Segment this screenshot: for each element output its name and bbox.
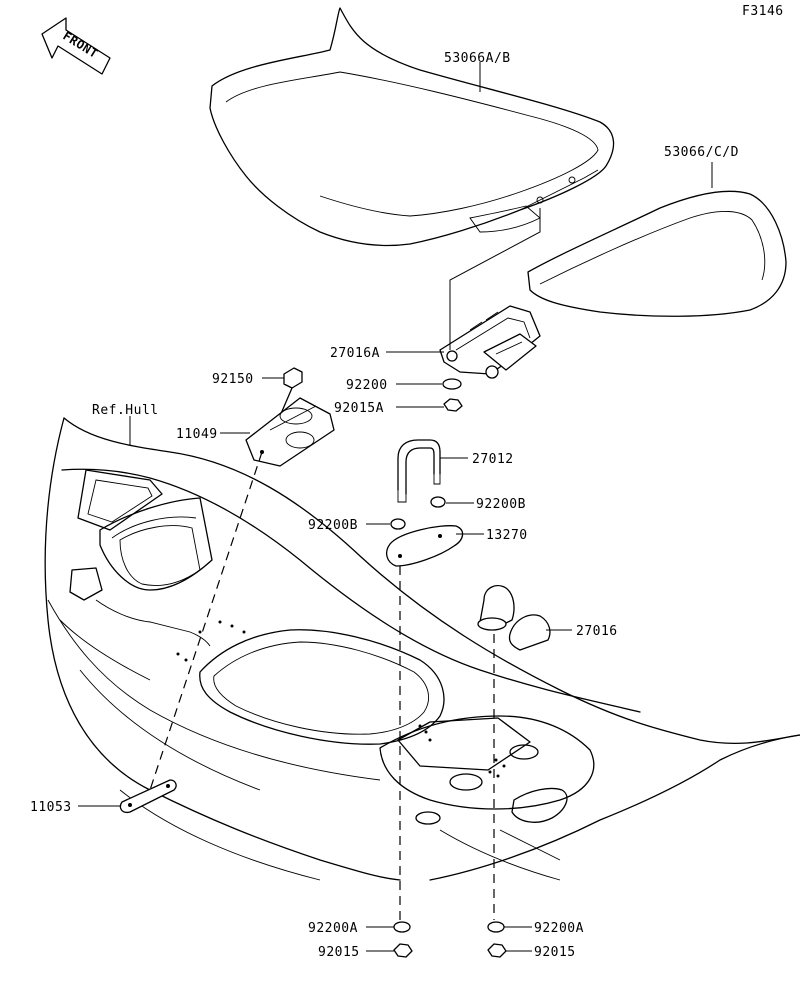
callout-label: 27016A	[330, 346, 380, 361]
washer-92200b-right[interactable]	[430, 496, 446, 508]
seat-latch[interactable]	[439, 305, 541, 379]
callout-92200a-left[interactable]: 92200A	[308, 921, 358, 936]
callout-27012[interactable]: 27012	[472, 452, 514, 467]
callout-label: 92200A	[308, 921, 358, 936]
front-label: FRONT	[60, 29, 100, 61]
callout-label: 92150	[212, 372, 254, 387]
nut-92015a[interactable]	[443, 398, 463, 412]
callout-label: 92015A	[334, 401, 384, 416]
ref-hull-label: Ref.Hull	[92, 403, 159, 418]
callout-92015-left[interactable]: 92015	[318, 945, 360, 960]
callout-27016a[interactable]: 27016A	[330, 346, 380, 361]
callout-label: 27016	[576, 624, 618, 639]
figure-code: F3146	[742, 4, 784, 19]
plate-13270[interactable]	[385, 525, 464, 567]
callout-92015a[interactable]: 92015A	[334, 401, 384, 416]
washer-92200a-right[interactable]	[487, 921, 505, 933]
callout-27016[interactable]: 27016	[576, 624, 618, 639]
callout-label: 92200A	[534, 921, 584, 936]
callout-label: 11049	[176, 427, 218, 442]
callout-11049[interactable]: 11049	[176, 427, 218, 442]
callout-label: 53066/C/D	[664, 145, 739, 160]
u-bolt-27012[interactable]	[397, 439, 441, 503]
callout-label: 27012	[472, 452, 514, 467]
rear-seat[interactable]	[527, 190, 787, 317]
callout-92200b-right[interactable]: 92200B	[476, 497, 526, 512]
callout-label: 13270	[486, 528, 528, 543]
callout-92015-right[interactable]: 92015	[534, 945, 576, 960]
callout-53066cd[interactable]: 53066/C/D	[664, 145, 739, 160]
bolt-92150[interactable]	[279, 367, 303, 417]
nut-92015-right[interactable]	[487, 943, 507, 958]
callout-label: 11053	[30, 800, 72, 815]
callout-label: 53066A/B	[444, 51, 511, 66]
callout-label: 92200B	[308, 518, 358, 533]
washer-92200a-left[interactable]	[393, 921, 411, 933]
callout-92200b-left[interactable]: 92200B	[308, 518, 358, 533]
washer-92200[interactable]	[442, 378, 462, 390]
washer-92200b-left[interactable]	[390, 518, 406, 530]
strap-11053[interactable]	[119, 779, 177, 814]
bracket-11049[interactable]	[245, 397, 335, 467]
callout-13270[interactable]: 13270	[486, 528, 528, 543]
callout-92200a-right[interactable]: 92200A	[534, 921, 584, 936]
callout-label: 92015	[318, 945, 360, 960]
nut-92015-left[interactable]	[393, 943, 413, 958]
hull-outline	[44, 417, 800, 881]
callout-label: 92200	[346, 378, 388, 393]
main-seat[interactable]	[209, 7, 615, 247]
striker-27016[interactable]	[477, 585, 551, 651]
front-arrow-icon: FRONT	[41, 17, 111, 75]
callout-11053[interactable]: 11053	[30, 800, 72, 815]
callout-92200[interactable]: 92200	[346, 378, 388, 393]
callout-label: 92200B	[476, 497, 526, 512]
callout-53066ab[interactable]: 53066A/B	[444, 51, 511, 66]
callout-92150[interactable]: 92150	[212, 372, 254, 387]
callout-label: 92015	[534, 945, 576, 960]
